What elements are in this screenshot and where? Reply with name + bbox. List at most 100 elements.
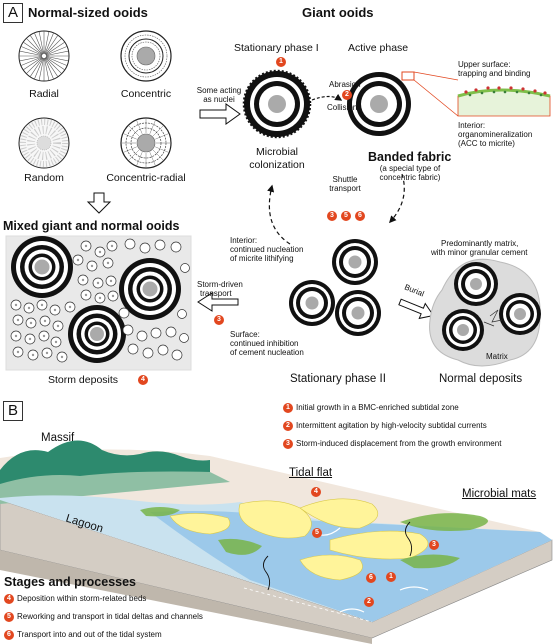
label-concentric-radial: Concentric-radial [106,172,186,184]
tidal-shoals [169,498,429,581]
legend-badge-6: 6 [4,630,14,640]
microbial-label-2: colonization [249,159,305,171]
legend-badge-1: 1 [283,403,293,413]
legend-text-1: Initial growth in a BMC-enriched subtida… [296,403,459,412]
microbial-label-1: Microbial [255,146,298,158]
badge-2: 2 [342,90,352,100]
storm-driven-2: transport [200,289,232,298]
zoom-inset [457,86,551,117]
map-badge-4: 4 [311,487,321,497]
interior2-3: of micrite lithifying [230,254,294,263]
map-badge-6: 6 [366,573,376,583]
burial-arrow [398,298,435,320]
legend-text-5: Reworking and transport in tidal deltas … [17,612,203,621]
stationary2-ooid-3 [335,290,381,336]
abrasion-arrow [311,93,343,101]
small-ooid-centers [14,244,115,359]
legend-text-4: Deposition within storm-related beds [17,594,147,603]
legend-text-3: Storm-induced displacement from the grow… [296,439,502,448]
badge-1: 1 [276,57,286,67]
interior-2: organomineralization [458,130,533,139]
microbial-mats-label: Microbial mats [462,488,537,500]
stationary2-ooid-1 [332,239,378,285]
panel-b-landscape [0,440,553,644]
normal-ooids-title: Normal-sized ooids [28,5,148,20]
legend-badge-2: 2 [283,421,293,431]
zoom-source-box [401,71,415,81]
banded-fabric-label: Banded fabric [368,150,452,164]
radial-ooid [18,30,70,82]
map-badge-3: 3 [429,540,439,550]
badge-5-cycle: 5 [341,211,351,221]
normal-deposits-label: Normal deposits [439,373,523,385]
storm-driven-1: Storm-driven [197,280,243,289]
badge-4-storm: 4 [138,375,148,385]
microbial-mats [140,507,488,569]
right-arrow-to-stationary [199,103,241,125]
badge-3-storm: 3 [214,315,224,325]
badge-3-cycle: 3 [327,211,337,221]
down-arrow-to-mixed [86,192,112,214]
banded-sub-1: (a special type of [379,164,441,173]
badge-6-cycle: 6 [355,211,365,221]
cycle-arrow-left [267,184,291,245]
label-concentric: Concentric [120,88,172,100]
label-radial: Radial [29,88,59,100]
collision-label: Collision [327,103,358,112]
surface-2: continued inhibition [230,339,299,348]
legend-text-6: Transport into and out of the tidal syst… [17,630,162,639]
map-badge-1: 1 [386,572,396,582]
predom-2: with minor granular cement [431,248,528,257]
stationary1-label: Stationary phase I [234,42,319,54]
stationary2-ooid-2 [289,280,335,326]
interior2-2: continued nucleation [230,245,304,254]
mixed-giant-ooid-3 [68,305,126,363]
legend-badge-4: 4 [4,594,14,604]
matrix-label: Matrix [486,352,508,361]
legend-badge-5: 5 [4,612,14,622]
banded-sub-2: concentric fabric) [379,173,441,182]
map-badge-2: 2 [364,597,374,607]
massif-label: Massif [41,432,75,444]
stages-title: Stages and processes [4,575,137,589]
normal-deposits-cluster [429,258,541,367]
mixed-title: Mixed giant and normal ooids [3,219,180,233]
upper-surface-1: Upper surface: [458,60,511,69]
some-acting-1: Some acting [196,86,242,95]
panel-b-tag: B [3,401,23,421]
surface-1: Surface: [230,330,260,339]
legend-text-2: Intermittent agitation by high-velocity … [296,421,487,430]
tidal-flat-label: Tidal flat [289,467,333,479]
storm-transport-arrow [197,292,239,312]
interior-1: Interior: [458,121,486,130]
some-acting-2: as nuclei [203,95,235,104]
shuttle-2: transport [329,184,361,193]
active-label: Active phase [348,42,409,54]
shuttle-1: Shuttle [332,175,358,184]
storm-spirals [263,521,413,591]
surface-3: of cement nucleation [230,348,304,357]
map-badge-5: 5 [312,528,322,538]
giant-ooids-title: Giant ooids [302,5,374,20]
interior-3: (ACC to micrite) [458,139,515,148]
concentric-ooid [120,30,172,82]
mixed-giant-ooid-1 [11,236,73,298]
panel-a-tag: A [3,3,23,23]
legend-badge-3: 3 [283,439,293,449]
random-ooid [18,117,70,169]
concentric-radial-ooid [120,117,172,169]
predom-1: Predominantly matrix, [441,239,519,248]
label-random: Random [24,172,64,184]
storm-deposits-label: Storm deposits [48,374,119,386]
abrasion-label: Abrasion [329,80,361,89]
panel-a-graphics [5,30,551,371]
interior2-1: Interior: [230,236,258,245]
stationary-ooid [242,69,312,139]
stationary2-label: Stationary phase II [290,373,386,385]
